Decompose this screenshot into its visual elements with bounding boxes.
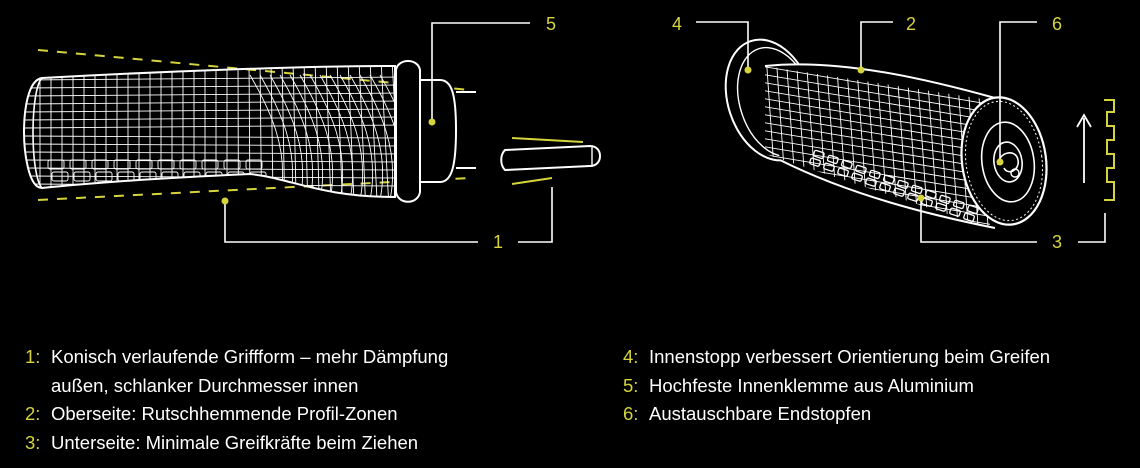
end-plug-swirl bbox=[997, 152, 1019, 173]
callout-3-leader bbox=[920, 198, 1037, 243]
underside-profile-blocks bbox=[809, 149, 979, 222]
grip-perspective-view: 4 2 6 3 bbox=[672, 14, 1115, 252]
end-face-inner bbox=[980, 121, 1036, 203]
legend-text: Unterseite: Minimale Greifkräfte beim Zi… bbox=[51, 431, 419, 453]
legend-item: 6: Austauschbare Endstopfen bbox=[623, 400, 1050, 429]
perspective-grip-top-edge bbox=[764, 63, 996, 99]
legend-left-column: 1: Konisch verlaufende Griffform – mehr D… bbox=[25, 343, 448, 457]
legend-item: 3: Unterseite: Minimale Greifkräfte beim … bbox=[25, 429, 448, 458]
legend-item: 5: Hochfeste Innenklemme aus Aluminium bbox=[623, 372, 1050, 401]
clamp-tube bbox=[456, 91, 476, 169]
legend-text: Austauschbare Endstopfen bbox=[649, 403, 872, 424]
legend-text: Innenstopp verbessert Orientierung beim … bbox=[649, 346, 1051, 367]
grip-side-view: 5 1 bbox=[22, 14, 602, 252]
grip-technical-diagram: 5 1 4 2 6 bbox=[22, 14, 1115, 252]
callout-2-label: 2 bbox=[906, 14, 916, 34]
end-plug-part bbox=[500, 144, 602, 172]
callout-6-leader bbox=[999, 21, 1037, 162]
grip-body-outline bbox=[22, 64, 396, 199]
callout-3-bracket bbox=[1078, 213, 1106, 243]
legend-number: 3: bbox=[25, 431, 41, 453]
legend-number: 6: bbox=[623, 403, 639, 424]
callout-2-leader bbox=[860, 21, 893, 70]
plug-guide-line-top bbox=[511, 137, 584, 143]
grip-end-cap bbox=[32, 77, 43, 189]
legend-number: 1: bbox=[25, 346, 41, 367]
pull-arrow-head-icon bbox=[1076, 113, 1092, 128]
legend-text: Hochfeste Innenklemme aus Aluminium bbox=[649, 374, 974, 396]
callout-2-dot bbox=[857, 66, 865, 74]
plug-guide-line-bottom bbox=[511, 177, 553, 185]
callout-1-leader bbox=[224, 201, 478, 243]
legend-item: 2: Oberseite: Rutschhemmende Profil-Zonen bbox=[25, 400, 448, 429]
perspective-grip-bottom-edge bbox=[779, 159, 996, 229]
callout-4-dot bbox=[744, 66, 752, 74]
end-plug-face bbox=[993, 141, 1023, 183]
callout-1-bracket bbox=[518, 187, 553, 243]
legend-item: außen, schlanker Durchmesser innen bbox=[25, 372, 448, 401]
legend-item: 4: Innenstopp verbessert Orientierung bei… bbox=[623, 343, 1050, 372]
legend-number: 5: bbox=[623, 374, 639, 396]
legend-text: Konisch verlaufende Griffform – mehr Däm… bbox=[51, 346, 449, 367]
stepped-profile-icon bbox=[1104, 99, 1115, 201]
callout-4-label: 4 bbox=[672, 14, 682, 34]
callout-1-dot bbox=[221, 197, 229, 205]
legend-number: 4: bbox=[623, 346, 639, 367]
legend-number: 2: bbox=[25, 403, 41, 424]
legend-number bbox=[25, 372, 51, 401]
end-plug-ring bbox=[588, 145, 593, 167]
end-plug-hole bbox=[1010, 168, 1020, 178]
callout-3-label: 3 bbox=[1052, 232, 1062, 252]
callout-6-dot bbox=[996, 158, 1004, 166]
end-face-outer bbox=[960, 96, 1048, 226]
legend-item: 1: Konisch verlaufende Griffform – mehr D… bbox=[25, 343, 448, 372]
taper-dashed-line-bottom bbox=[37, 177, 471, 201]
callout-1-label: 1 bbox=[493, 232, 503, 252]
legend-text: außen, schlanker Durchmesser innen bbox=[51, 374, 359, 396]
callout-5-label: 5 bbox=[546, 14, 556, 34]
callout-3-dot bbox=[917, 194, 925, 202]
end-face-knurl bbox=[964, 100, 1044, 222]
grip-flange bbox=[395, 60, 421, 203]
clamp-ring bbox=[419, 79, 458, 183]
callout-5-leader bbox=[431, 22, 530, 122]
legend-right-column: 4: Innenstopp verbessert Orientierung bei… bbox=[623, 343, 1050, 429]
callout-4-leader bbox=[696, 21, 749, 70]
grip-mesh-pattern bbox=[24, 66, 395, 197]
legend-text: Oberseite: Rutschhemmende Profil-Zonen bbox=[51, 403, 398, 424]
callout-5-dot bbox=[428, 118, 436, 126]
callout-6-label: 6 bbox=[1052, 14, 1062, 34]
